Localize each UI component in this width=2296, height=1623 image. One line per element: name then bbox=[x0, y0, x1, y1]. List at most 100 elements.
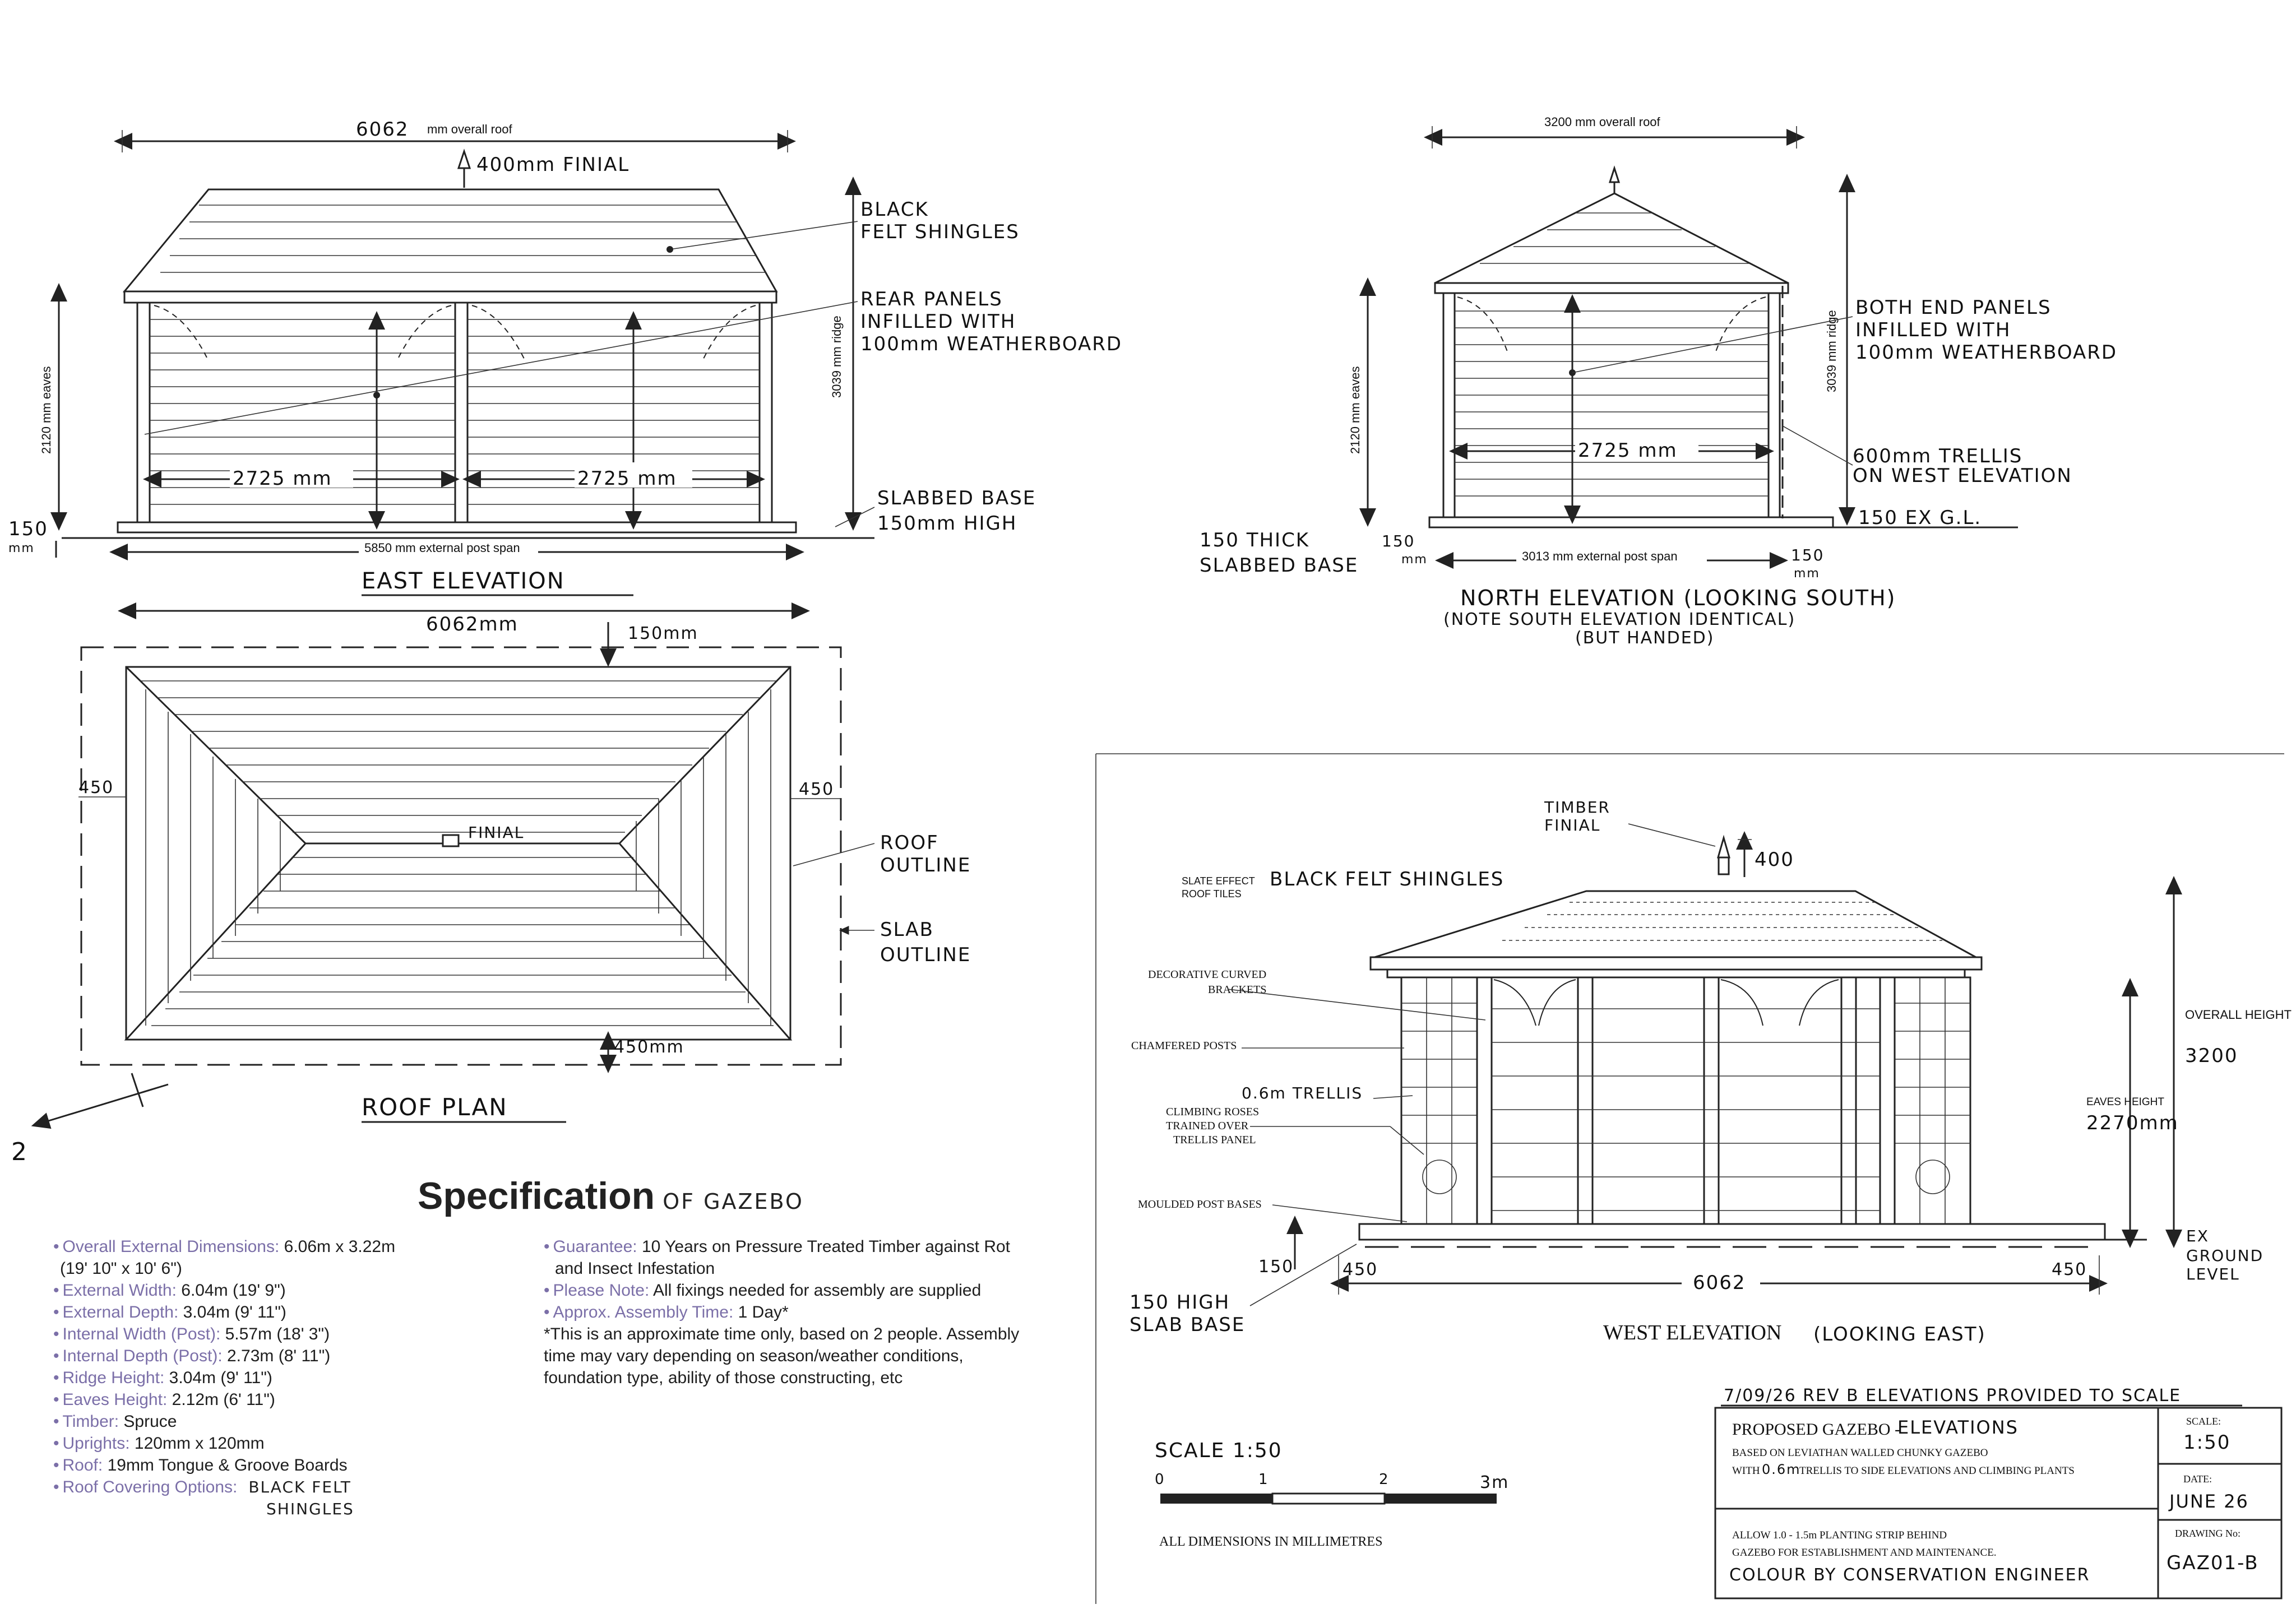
spec-item: SHINGLES bbox=[266, 1500, 354, 1518]
allow-note-2: GAZEBO FOR ESTABLISHMENT AND MAINTENANCE… bbox=[1732, 1547, 1997, 1559]
west-roses-note-2: TRAINED OVER bbox=[1166, 1120, 1249, 1132]
north-eaves-dim: 2120 mm eaves bbox=[1348, 366, 1362, 454]
west-overall-height-value: 3200 bbox=[2185, 1045, 2238, 1067]
roof-outline bbox=[125, 666, 791, 1041]
west-roof bbox=[1374, 890, 1976, 958]
west-shingles-note: BLACK FELT SHINGLES bbox=[1270, 868, 1504, 891]
north-right-dim-value: 150 bbox=[1791, 546, 1824, 564]
spec-item: •External Width: 6.04m (19' 9") bbox=[53, 1281, 286, 1300]
east-rear-panels-note-2: INFILLED WITH bbox=[860, 310, 1016, 333]
east-eaves-dim: 2120 mm eaves bbox=[39, 366, 53, 454]
spec-heading-hand: OF GAZEBO bbox=[663, 1189, 804, 1214]
east-ridge-dim: 3039 mm ridge bbox=[830, 316, 844, 398]
based-on-note: BASED ON LEVIATHAN WALLED CHUNKY GAZEBO bbox=[1732, 1447, 1988, 1459]
east-left-dim-unit: mm bbox=[8, 541, 35, 555]
north-elevation-title: NORTH ELEVATION (LOOKING SOUTH) bbox=[1460, 586, 1896, 610]
west-left-dim: 450 bbox=[1343, 1260, 1378, 1279]
spec-left-column: •Overall External Dimensions: 6.06m x 3.… bbox=[53, 1236, 513, 1520]
roof-plan-right-offset: 450 bbox=[799, 780, 834, 799]
with-line-hand: 0.6m bbox=[1762, 1462, 1801, 1477]
with-line-suffix: TRELLIS TO SIDE ELEVATIONS AND CLIMBING … bbox=[1799, 1465, 2075, 1477]
colour-note: COLOUR BY CONSERVATION ENGINEER bbox=[1729, 1565, 2090, 1585]
west-eaves-height-value: 2270mm bbox=[2086, 1112, 2179, 1134]
east-rear-panels-note-3: 100mm WEATHERBOARD bbox=[860, 333, 1122, 355]
west-finial-note-2: FINIAL bbox=[1544, 816, 1600, 834]
east-shingles-note-1: BLACK bbox=[860, 198, 929, 221]
project-title: PROPOSED GAZEBO - bbox=[1732, 1420, 1900, 1439]
north-overall-roof: 3200 mm overall roof bbox=[1544, 115, 1661, 129]
west-brackets-note-2: BRACKETS bbox=[1208, 984, 1266, 996]
date-value: JUNE 26 bbox=[2168, 1491, 2249, 1512]
north-trellis-note-1: 600mm TRELLIS bbox=[1853, 445, 2022, 467]
west-elevation: 400 TIMBER FINIAL bbox=[1095, 753, 2292, 1604]
scale-tick-0: 0 bbox=[1155, 1471, 1165, 1488]
west-ground-note-2: GROUND bbox=[2186, 1246, 2263, 1265]
west-slab-note-1: 150 HIGH bbox=[1130, 1291, 1230, 1314]
east-elevation-title: EAST ELEVATION bbox=[362, 568, 565, 594]
spec-item: •Timber: Spruce bbox=[53, 1412, 177, 1431]
date-label: DATE: bbox=[2183, 1473, 2212, 1485]
roof-plan: 6062mm 150mm bbox=[11, 602, 971, 1166]
spec-item: •External Depth: 3.04m (9' 11") bbox=[53, 1303, 286, 1321]
north-left-dim-unit: mm bbox=[1401, 553, 1428, 567]
spec-item: (19' 10" x 10' 6") bbox=[60, 1259, 182, 1278]
revision-note: 7/09/26 REV B ELEVATIONS PROVIDED TO SCA… bbox=[1724, 1386, 2181, 1406]
spec-item: •Ridge Height: 3.04m (9' 11") bbox=[53, 1369, 272, 1387]
roof-outline-note-1: ROOF bbox=[880, 832, 939, 854]
west-ground-note-3: LEVEL bbox=[2186, 1265, 2240, 1283]
north-arrow-label: 2 bbox=[11, 1138, 28, 1166]
east-bay-dim-left: 2725 mm bbox=[233, 467, 332, 490]
east-left-dim-value: 150 bbox=[8, 518, 48, 540]
spec-item: •Overall External Dimensions: 6.06m x 3.… bbox=[53, 1237, 396, 1256]
spec-item: •Internal Depth (Post): 2.73m (8' 11") bbox=[53, 1347, 331, 1365]
spec-item: •Eaves Height: 2.12m (6' 11") bbox=[53, 1390, 275, 1409]
west-elevation-title-hand: (LOOKING EAST) bbox=[1813, 1323, 1986, 1346]
east-base-note-1: SLABBED BASE bbox=[877, 487, 1036, 509]
scale-label: SCALE: bbox=[2186, 1416, 2221, 1427]
north-post-span: 3013 mm external post span bbox=[1522, 549, 1678, 563]
scale-value: 1:50 bbox=[2183, 1431, 2230, 1454]
west-brackets-note-1: DECORATIVE CURVED bbox=[1148, 968, 1266, 981]
roof-plan-width-dim: 6062mm bbox=[426, 613, 519, 636]
dimensions-note: ALL DIMENSIONS IN MILLIMETRES bbox=[1159, 1534, 1382, 1549]
spec-item: •Approx. Assembly Time: 1 Day* bbox=[544, 1303, 789, 1321]
west-post-bases-note: MOULDED POST BASES bbox=[1138, 1198, 1262, 1211]
north-ground-note: 150 EX G.L. bbox=[1858, 507, 1982, 529]
spec-right-column: •Guarantee: 10 Years on Pressure Treated… bbox=[544, 1236, 1026, 1389]
scale-tick-3: 3m bbox=[1480, 1473, 1509, 1492]
spec-item: •Roof Covering Options:BLACK FELT bbox=[53, 1478, 351, 1496]
north-elevation-subtitle-2: (BUT HANDED) bbox=[1575, 628, 1715, 648]
spec-item: •Please Note: All fixings needed for ass… bbox=[544, 1281, 982, 1300]
drawing-label: DRAWING No: bbox=[2175, 1528, 2241, 1539]
north-end-panels-note-2: INFILLED WITH bbox=[1855, 319, 2011, 341]
spec-item: •Guarantee: 10 Years on Pressure Treated… bbox=[544, 1237, 1011, 1278]
roof-plan-left-offset: 450 bbox=[78, 778, 114, 797]
scale-tick-2: 2 bbox=[1379, 1471, 1390, 1488]
west-roses-note-3: TRELLIS PANEL bbox=[1173, 1134, 1256, 1146]
west-finial-dim: 400 bbox=[1755, 848, 1794, 871]
scale-bar: SCALE 1:50 0 1 2 3m ALL DIMENSIONS IN MI… bbox=[1155, 1439, 1509, 1549]
north-bay-dim: 2725 mm bbox=[1578, 439, 1678, 462]
north-elevation: 3200 mm overall roof 2120 mm eaves 3039 … bbox=[1200, 115, 2117, 648]
slab-outline-note-2: OUTLINE bbox=[880, 944, 971, 966]
roof-plan-title: ROOF PLAN bbox=[362, 1093, 508, 1121]
east-rear-panels-note-1: REAR PANELS bbox=[860, 288, 1003, 310]
north-trellis-note-2: ON WEST ELEVATION bbox=[1853, 465, 2072, 487]
west-width-dim: 6062 bbox=[1693, 1272, 1746, 1294]
west-slab-note-2: SLAB BASE bbox=[1130, 1314, 1245, 1336]
north-ridge-dim: 3039 mm ridge bbox=[1825, 310, 1839, 392]
west-slate-note-2: ROOF TILES bbox=[1182, 888, 1242, 899]
west-posts-note: CHAMFERED POSTS bbox=[1131, 1040, 1237, 1052]
roof-plan-top-offset: 150mm bbox=[628, 624, 698, 643]
west-roses-note-1: CLIMBING ROSES bbox=[1166, 1106, 1259, 1118]
spec-item: •Uprights: 120mm x 120mm bbox=[53, 1434, 265, 1453]
west-trellis-note: 0.6m TRELLIS bbox=[1242, 1084, 1363, 1102]
spec-heading-text: Specification bbox=[418, 1175, 655, 1217]
east-finial-note: 400mm FINIAL bbox=[476, 154, 629, 176]
spec-item: •Roof: 19mm Tongue & Groove Boards bbox=[53, 1456, 348, 1474]
east-bay-dim-right: 2725 mm bbox=[577, 467, 677, 490]
east-elevation: 6062 mm overall roof 400mm FINIAL bbox=[8, 118, 1122, 596]
north-roof bbox=[1434, 192, 1789, 284]
north-end-panels-note-3: 100mm WEATHERBOARD bbox=[1855, 341, 2117, 364]
